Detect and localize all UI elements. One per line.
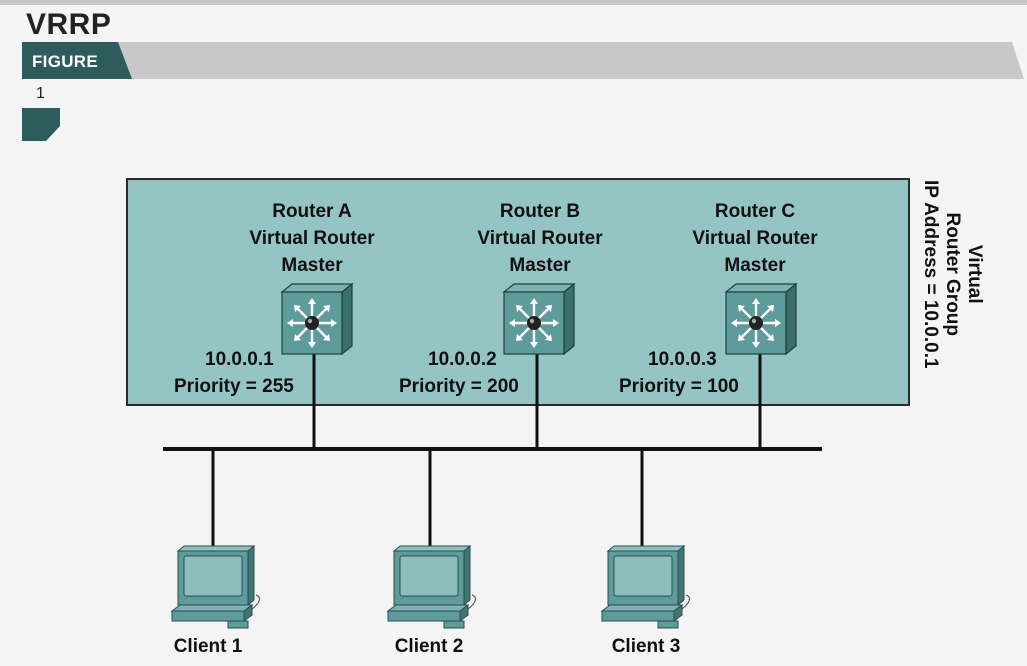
router-name: Router B [499,201,581,222]
client-label: Client 1 [173,636,243,657]
router-b-info: 10.0.0.2 Priority = 200 [399,346,519,400]
router-a-label: Router A Virtual Router Master [212,198,412,279]
router-role: Virtual Router [692,228,818,249]
figure-header-bar [22,42,1024,79]
router-b-label: Router B Virtual Router Master [440,198,640,279]
workstation-icon [386,545,482,629]
router-c-info: 10.0.0.3 Priority = 100 [619,346,739,400]
router-c-label: Router C Virtual Router Master [655,198,855,279]
router-priority: Priority = 200 [399,376,519,397]
figure-tab: FIGURE [32,52,99,71]
figure-1-button[interactable] [22,108,60,141]
router-ip: 10.0.0.2 [428,349,497,370]
router-name: Router C [714,201,796,222]
client-label: Client 2 [394,636,464,657]
caption-line: IP Address = 10.0.0.1 [920,180,941,369]
workstation-icon [600,545,696,629]
router-a-info: 10.0.0.1 Priority = 255 [174,346,294,400]
router-role: Master [281,255,343,276]
router-ip: 10.0.0.3 [648,349,717,370]
top-rule [0,0,1027,5]
router-role: Master [509,255,571,276]
virtual-router-group-caption: Virtual Router Group IP Address = 10.0.0… [919,180,985,369]
caption-line: Virtual [964,244,985,304]
client-label: Client 3 [611,636,681,657]
router-role: Virtual Router [249,228,375,249]
figure-number: 1 [36,85,45,102]
router-priority: Priority = 255 [174,376,294,397]
page-title: VRRP [26,8,112,41]
router-priority: Priority = 100 [619,376,739,397]
router-role: Master [724,255,786,276]
router-role: Virtual Router [477,228,603,249]
router-ip: 10.0.0.1 [205,349,274,370]
caption-line: Router Group [942,212,963,337]
router-name: Router A [272,201,352,222]
workstation-icon [170,545,266,629]
